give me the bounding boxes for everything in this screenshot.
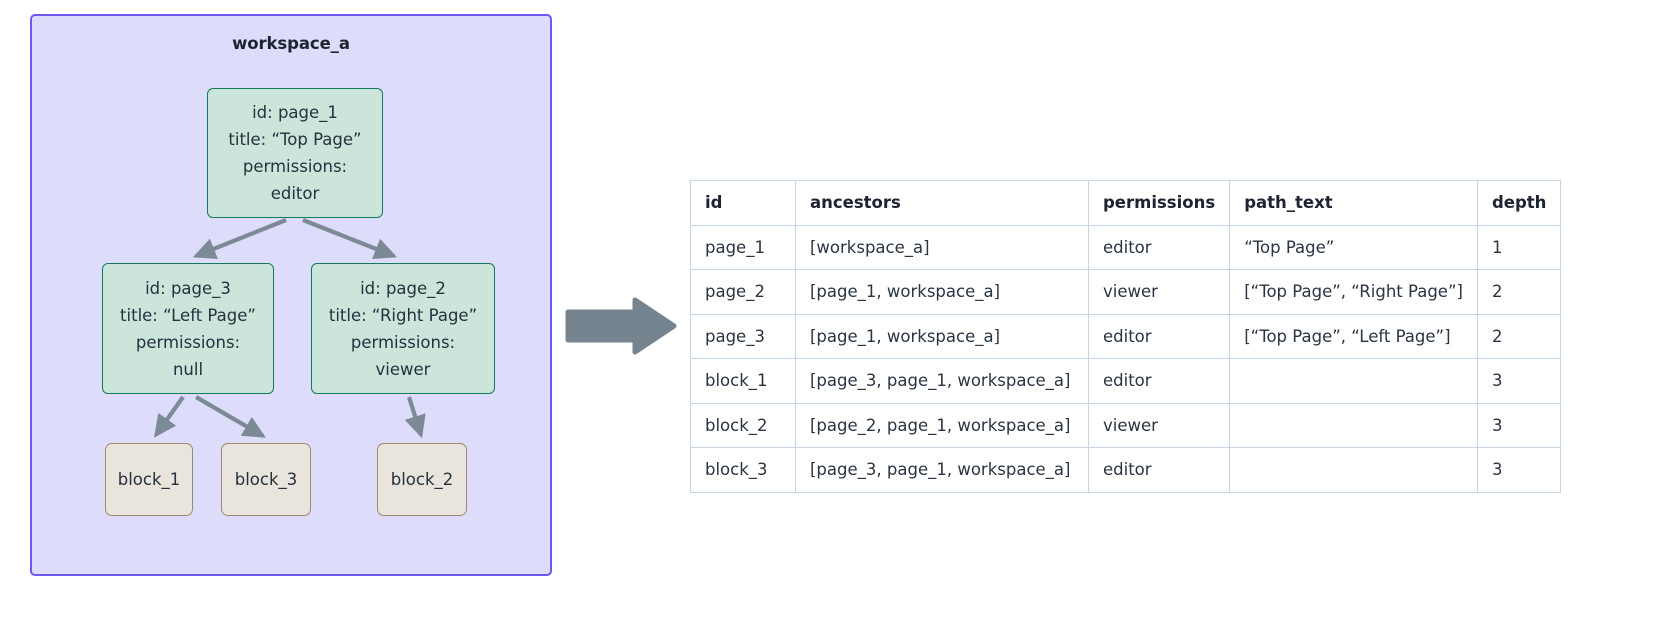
cell-id: page_2: [690, 269, 796, 315]
transition-arrow-icon: [565, 297, 677, 355]
cell-path-text: [1229, 358, 1478, 404]
cell-permissions: editor: [1087, 313, 1231, 359]
cell-ancestors: [page_1, workspace_a]: [795, 313, 1089, 359]
node-page-1-title: title: “Top Page”: [228, 130, 362, 149]
column-header-permissions: permissions: [1087, 180, 1231, 226]
node-page-2-id: id: page_2: [360, 278, 446, 298]
node-block-2[interactable]: block_2: [377, 443, 467, 516]
table-row: page_2 [page_1, workspace_a] viewer [“To…: [690, 269, 1562, 315]
result-table: id ancestors permissions path_text depth…: [690, 180, 1562, 493]
node-block-3-label: block_3: [234, 469, 298, 489]
cell-path-text: [1229, 447, 1478, 493]
node-page-3-permissions-value: null: [172, 359, 204, 379]
node-page-3[interactable]: id: page_3 title: “Left Page” permission…: [102, 263, 274, 394]
workspace-cluster-label: workspace_a: [232, 34, 350, 53]
column-header-path-text: path_text: [1229, 180, 1478, 226]
cell-ancestors: [page_3, page_1, workspace_a]: [795, 447, 1089, 493]
node-block-1[interactable]: block_1: [105, 443, 193, 516]
cell-depth: 3: [1476, 402, 1562, 448]
table-row: block_1 [page_3, page_1, workspace_a] ed…: [690, 358, 1562, 404]
cell-permissions: editor: [1087, 358, 1231, 404]
node-page-3-permissions-label: permissions:: [135, 332, 241, 352]
table-row: block_3 [page_3, page_1, workspace_a] ed…: [690, 447, 1562, 493]
node-page-2-permissions-label: permissions:: [350, 332, 456, 352]
table-row: page_3 [page_1, workspace_a] editor [“To…: [690, 313, 1562, 359]
cell-depth: 1: [1476, 224, 1562, 270]
node-block-2-label: block_2: [390, 469, 454, 489]
cell-permissions: editor: [1087, 447, 1231, 493]
cell-ancestors: [page_2, page_1, workspace_a]: [795, 402, 1089, 448]
node-page-1[interactable]: id: page_1 title: “Top Page” permissions…: [207, 88, 383, 218]
cell-path-text: [1229, 402, 1478, 448]
node-page-1-permissions-label: permissions:: [242, 157, 348, 176]
cell-permissions: viewer: [1087, 402, 1231, 448]
column-header-id: id: [690, 180, 796, 226]
cell-id: page_3: [690, 313, 796, 359]
node-page-2-title: title: “Right Page”: [328, 305, 478, 325]
cell-permissions: editor: [1087, 224, 1231, 270]
node-page-2-permissions-value: viewer: [375, 359, 431, 379]
table-row: block_2 [page_2, page_1, workspace_a] vi…: [690, 402, 1562, 448]
node-block-3[interactable]: block_3: [221, 443, 311, 516]
cell-id: block_2: [690, 402, 796, 448]
cell-path-text: “Top Page”: [1229, 224, 1478, 270]
cell-depth: 2: [1476, 313, 1562, 359]
node-page-2[interactable]: id: page_2 title: “Right Page” permissio…: [311, 263, 495, 394]
cell-permissions: viewer: [1087, 269, 1231, 315]
column-header-depth: depth: [1476, 180, 1562, 226]
cell-path-text: [“Top Page”, “Left Page”]: [1229, 313, 1478, 359]
node-block-1-label: block_1: [117, 469, 181, 489]
cell-ancestors: [page_3, page_1, workspace_a]: [795, 358, 1089, 404]
column-header-ancestors: ancestors: [795, 180, 1089, 226]
table-row: page_1 [workspace_a] editor “Top Page” 1: [690, 224, 1562, 270]
node-page-1-id: id: page_1: [252, 103, 338, 122]
cell-id: block_1: [690, 358, 796, 404]
cell-depth: 2: [1476, 269, 1562, 315]
cell-id: block_3: [690, 447, 796, 493]
result-table-container: id ancestors permissions path_text depth…: [690, 180, 1562, 493]
node-page-1-permissions-value: editor: [270, 184, 320, 203]
cell-id: page_1: [690, 224, 796, 270]
cell-depth: 3: [1476, 358, 1562, 404]
cell-depth: 3: [1476, 447, 1562, 493]
node-page-3-title: title: “Left Page”: [120, 305, 256, 325]
node-page-3-id: id: page_3: [145, 278, 231, 298]
cell-ancestors: [page_1, workspace_a]: [795, 269, 1089, 315]
cell-path-text: [“Top Page”, “Right Page”]: [1229, 269, 1478, 315]
table-header-row: id ancestors permissions path_text depth: [690, 180, 1562, 226]
cell-ancestors: [workspace_a]: [795, 224, 1089, 270]
